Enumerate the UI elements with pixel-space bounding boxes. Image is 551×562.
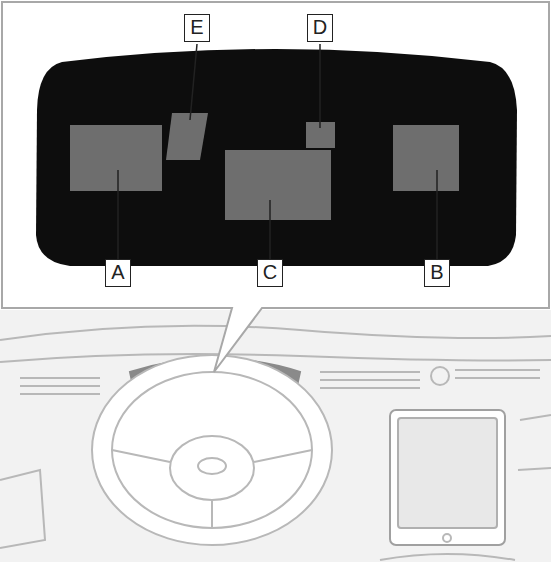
callout-letter: E <box>184 14 210 42</box>
callout-letter: A <box>105 259 131 287</box>
callout-letter: C <box>257 259 283 287</box>
callout-letter: D <box>307 14 333 42</box>
callout-letter: B <box>424 259 450 287</box>
